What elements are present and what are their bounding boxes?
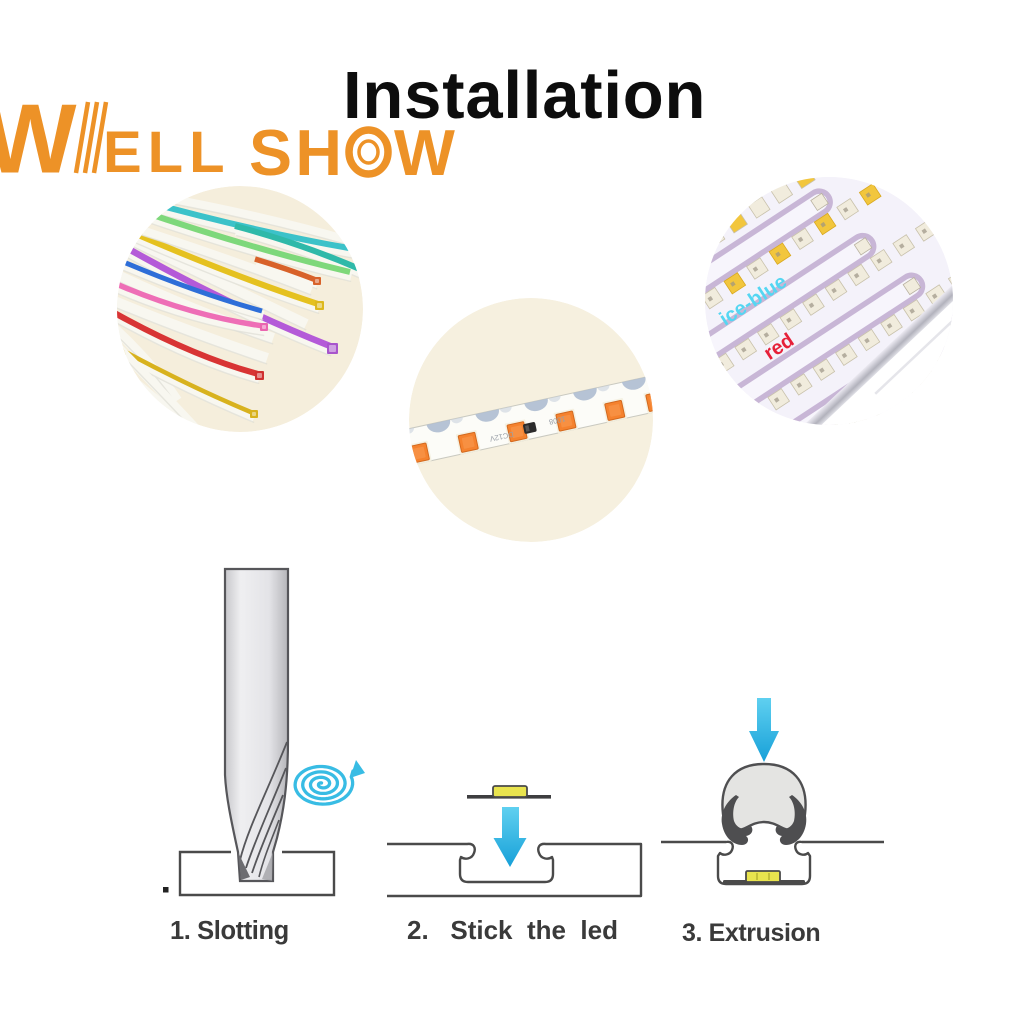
svg-text:ELL: ELL (103, 120, 231, 185)
svg-text:Installation: Installation (343, 58, 706, 133)
svg-text:2. Stick the led: 2. Stick the led (407, 915, 618, 945)
svg-text:W: W (394, 117, 455, 189)
svg-text:1. Slotting: 1. Slotting (170, 917, 289, 945)
svg-text:3. Extrusion: 3. Extrusion (682, 919, 820, 947)
svg-text:1008: 1008 (548, 414, 566, 426)
svg-text:W: W (0, 84, 77, 194)
svg-text:SH: SH (249, 117, 345, 189)
